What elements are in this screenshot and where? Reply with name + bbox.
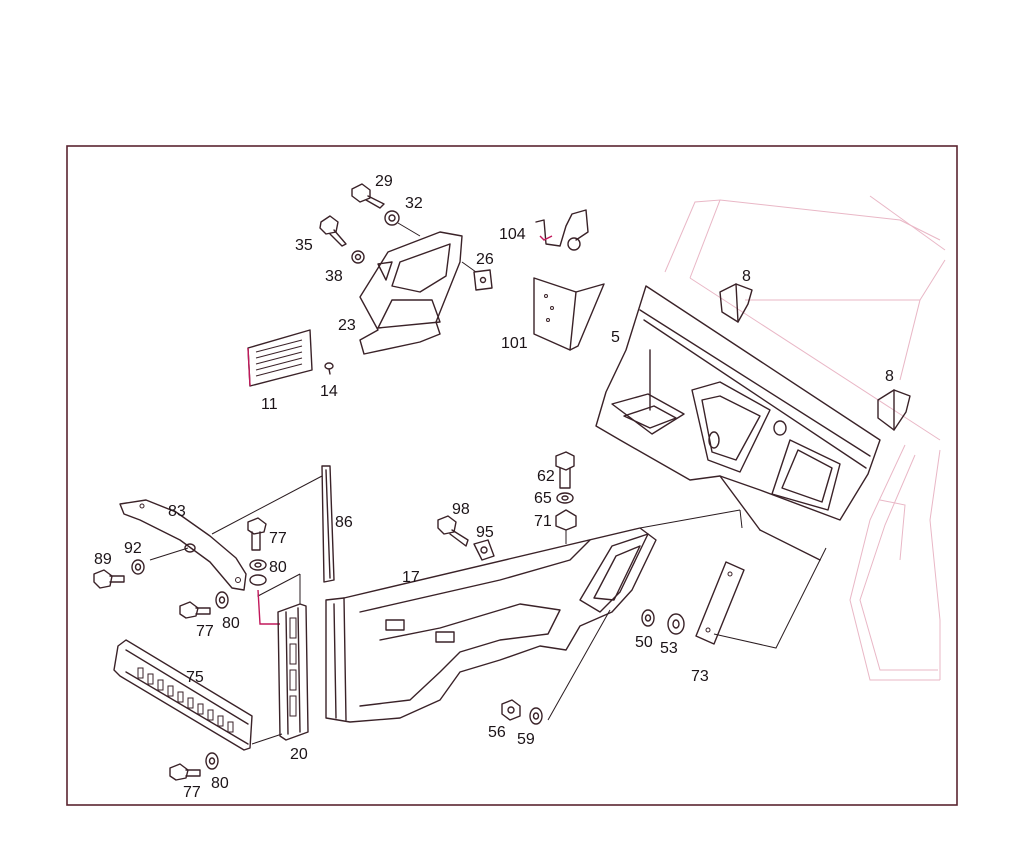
callout-8-right: 8: [885, 368, 894, 385]
callout-92: 92: [124, 540, 142, 557]
washer-32-icon: [384, 210, 421, 237]
callout-8-top: 8: [742, 268, 751, 285]
callout-56: 56: [488, 724, 506, 741]
rivet-14-icon: [324, 362, 334, 375]
callout-50: 50: [635, 634, 653, 651]
bolt-62-icon: [555, 451, 575, 489]
callout-35: 35: [295, 237, 313, 254]
nut-56-icon: [501, 699, 521, 721]
callout-71: 71: [534, 513, 552, 530]
callout-80-upper: 80: [269, 559, 287, 576]
callout-104: 104: [499, 226, 526, 243]
bracket-23-icon: [359, 231, 477, 355]
callout-59: 59: [517, 731, 535, 748]
callout-32: 32: [405, 195, 423, 212]
bolt-77-upper-icon: [247, 517, 267, 551]
rail-75-icon: [113, 639, 283, 751]
panel-5-icon: [595, 285, 881, 561]
callout-38: 38: [325, 268, 343, 285]
callout-86: 86: [335, 514, 353, 531]
washer-92-icon: [131, 559, 145, 575]
callout-17: 17: [402, 569, 420, 586]
callout-5: 5: [611, 329, 620, 346]
label-plate-11-icon: [247, 329, 313, 387]
clip-nut-26-icon: [473, 269, 493, 291]
rod-86-icon: [321, 465, 335, 583]
fender-17-icon: [325, 509, 743, 723]
washer-65-icon: [556, 492, 574, 504]
callout-53: 53: [660, 640, 678, 657]
callout-80-lower: 80: [211, 775, 229, 792]
bolt-98-icon: [437, 515, 469, 547]
callout-26: 26: [476, 251, 494, 268]
bracket-101-icon: [533, 277, 605, 351]
callout-80-left: 80: [222, 615, 240, 632]
callout-20: 20: [290, 746, 308, 763]
body-outline-ghost: [664, 195, 946, 681]
washer-38-icon: [351, 250, 365, 264]
bracket-8-top-icon: [719, 283, 753, 323]
callout-62: 62: [537, 468, 555, 485]
callout-65: 65: [534, 490, 552, 507]
latch-104-icon: [535, 209, 589, 251]
diagram-frame: [66, 145, 958, 806]
washer-50-icon: [641, 609, 655, 627]
bushing-53-icon: [667, 613, 685, 635]
washer-80-upper-icon: [249, 559, 267, 586]
strap-73-icon: [695, 547, 827, 649]
bolt-77-lower-icon: [169, 763, 201, 781]
callout-14: 14: [320, 383, 338, 400]
callout-77-left: 77: [196, 623, 214, 640]
callout-95: 95: [476, 524, 494, 541]
callout-73: 73: [691, 668, 709, 685]
bracket-8-right-icon: [877, 389, 911, 431]
callout-23: 23: [338, 317, 356, 334]
bolt-77-left-icon: [179, 601, 211, 619]
callout-75: 75: [186, 669, 204, 686]
washer-59-icon: [529, 707, 543, 725]
callout-11: 11: [261, 396, 278, 413]
callout-labels: 29 32 35 26 104 38 8 23 101 5 8 11 14 62…: [94, 173, 894, 801]
callout-89: 89: [94, 551, 112, 568]
washer-80-lower-icon: [205, 752, 219, 770]
callout-29: 29: [375, 173, 393, 190]
bolt-29-icon: [351, 183, 385, 209]
bolt-89-icon: [93, 569, 125, 589]
clip-95-icon: [473, 539, 495, 561]
callout-83: 83: [168, 503, 186, 520]
callout-77-lower: 77: [183, 784, 201, 801]
bolt-35-icon: [319, 215, 347, 247]
callout-101: 101: [501, 335, 528, 352]
callout-98: 98: [452, 501, 470, 518]
member-20-icon: [277, 574, 309, 741]
callout-77-upper: 77: [269, 530, 287, 547]
washer-80-left-icon: [215, 591, 229, 609]
nut-71-icon: [555, 509, 577, 544]
strut-83-icon: [119, 475, 323, 591]
